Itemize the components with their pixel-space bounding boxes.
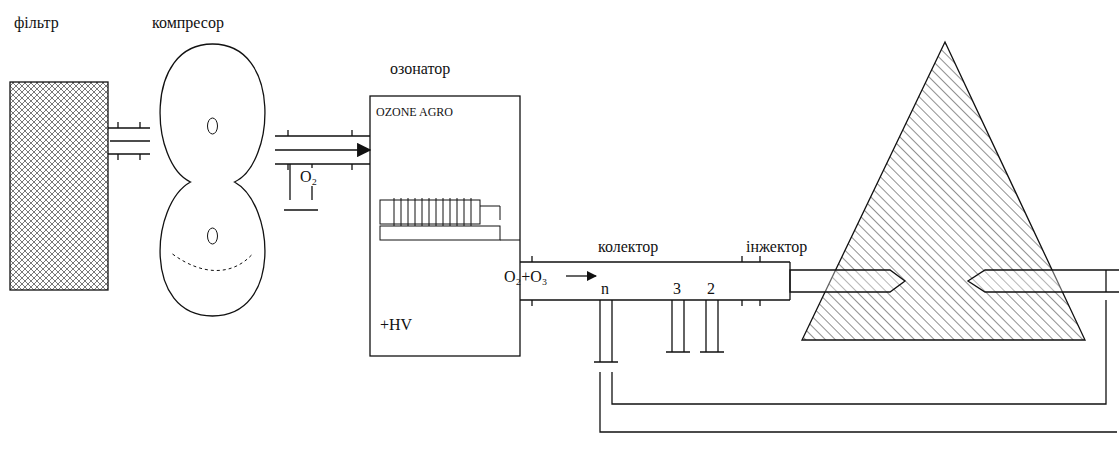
part-label: 3 <box>673 280 681 298</box>
flow-connector <box>110 140 150 142</box>
node-label: фільтр <box>14 14 59 32</box>
pile-triangle <box>802 42 1085 340</box>
part-label: інжектор <box>746 238 807 256</box>
filter-outline <box>10 14 110 292</box>
injector-tubes <box>790 262 1119 300</box>
part-label: O₂+O₃ <box>504 268 547 286</box>
part-label: 2 <box>707 280 715 298</box>
ozonator-node: озонаторOZONE AGRO +HV <box>370 60 520 356</box>
flow-connector <box>275 149 370 151</box>
ozonator-outline <box>370 60 520 356</box>
compressor-outline <box>150 14 275 320</box>
node-label: +HV <box>380 316 412 334</box>
part-label: колектор <box>598 238 658 256</box>
filter-node: фільтр <box>10 14 110 292</box>
node-label: OZONE AGRO <box>376 106 453 119</box>
node-label: компресор <box>152 14 224 32</box>
flow-label: O₂ <box>298 168 319 186</box>
node-label: озонатор <box>390 60 450 78</box>
compressor-node: компресор <box>150 14 275 320</box>
part-label: n <box>601 280 609 298</box>
